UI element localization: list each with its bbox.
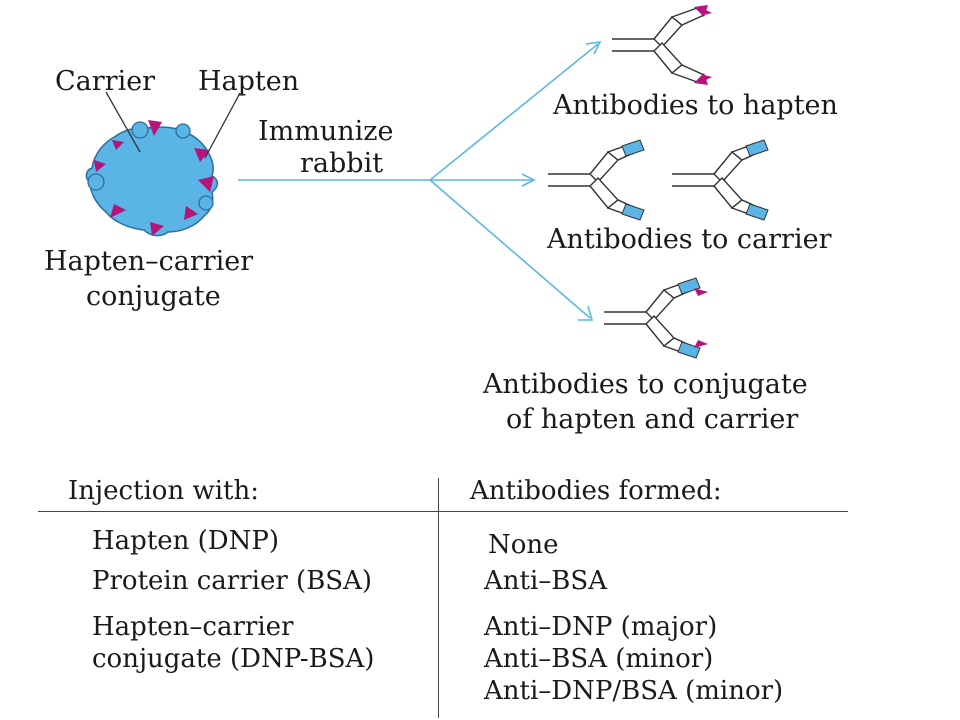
antibody-to-carrier-1: [547, 139, 645, 221]
hapten-pointer-line: [204, 92, 241, 159]
table-column-divider: [438, 478, 439, 718]
antibodies-to-hapten-label: Antibodies to hapten: [552, 90, 838, 121]
antibody-to-carrier-2: [671, 139, 769, 221]
hapten-label: Hapten: [198, 66, 299, 97]
row3-antibodies-line2: Anti–BSA (minor): [484, 644, 714, 674]
antibody-to-conjugate: [603, 277, 708, 359]
immunize-label-line1: Immunize: [258, 116, 394, 147]
conjugate-label-line1: Hapten–carrier: [44, 246, 253, 277]
antibodies-to-conjugate-label-line2: of hapten and carrier: [506, 404, 798, 435]
row3-injection-line2: conjugate (DNP-BSA): [92, 644, 375, 674]
immunization-diagram: Carrier Hapten Hapten–carrier conjugate …: [44, 5, 838, 435]
antibodies-to-carrier-label: Antibodies to carrier: [546, 224, 832, 255]
immunization-arrows: [238, 40, 602, 321]
table-header-divider: [38, 511, 848, 512]
row1-injection: Hapten (DNP): [92, 526, 280, 556]
row3-injection-line1: Hapten–carrier: [92, 612, 294, 642]
hapten-carrier-conjugate: [85, 120, 218, 237]
conjugate-label-line2: conjugate: [86, 281, 221, 312]
row3-antibodies-line3: Anti–DNP/BSA (minor): [484, 676, 784, 706]
row3-antibodies-line1: Anti–DNP (major): [484, 612, 718, 642]
col-antibodies-header: Antibodies formed:: [470, 476, 722, 506]
row1-antibodies: None: [488, 530, 559, 560]
row2-antibodies: Anti–BSA: [484, 566, 607, 596]
carrier-label: Carrier: [55, 66, 155, 97]
antibody-to-hapten: [611, 5, 712, 85]
carrier-protein-shape: [85, 126, 218, 237]
antibodies-to-conjugate-label-line1: Antibodies to conjugate: [482, 369, 808, 400]
col-injection-header: Injection with:: [68, 476, 259, 506]
immunize-label-line2: rabbit: [300, 148, 383, 179]
carrier-pointer-line: [105, 91, 141, 153]
hapten-markers: [94, 120, 214, 236]
row2-injection: Protein carrier (BSA): [92, 566, 373, 596]
